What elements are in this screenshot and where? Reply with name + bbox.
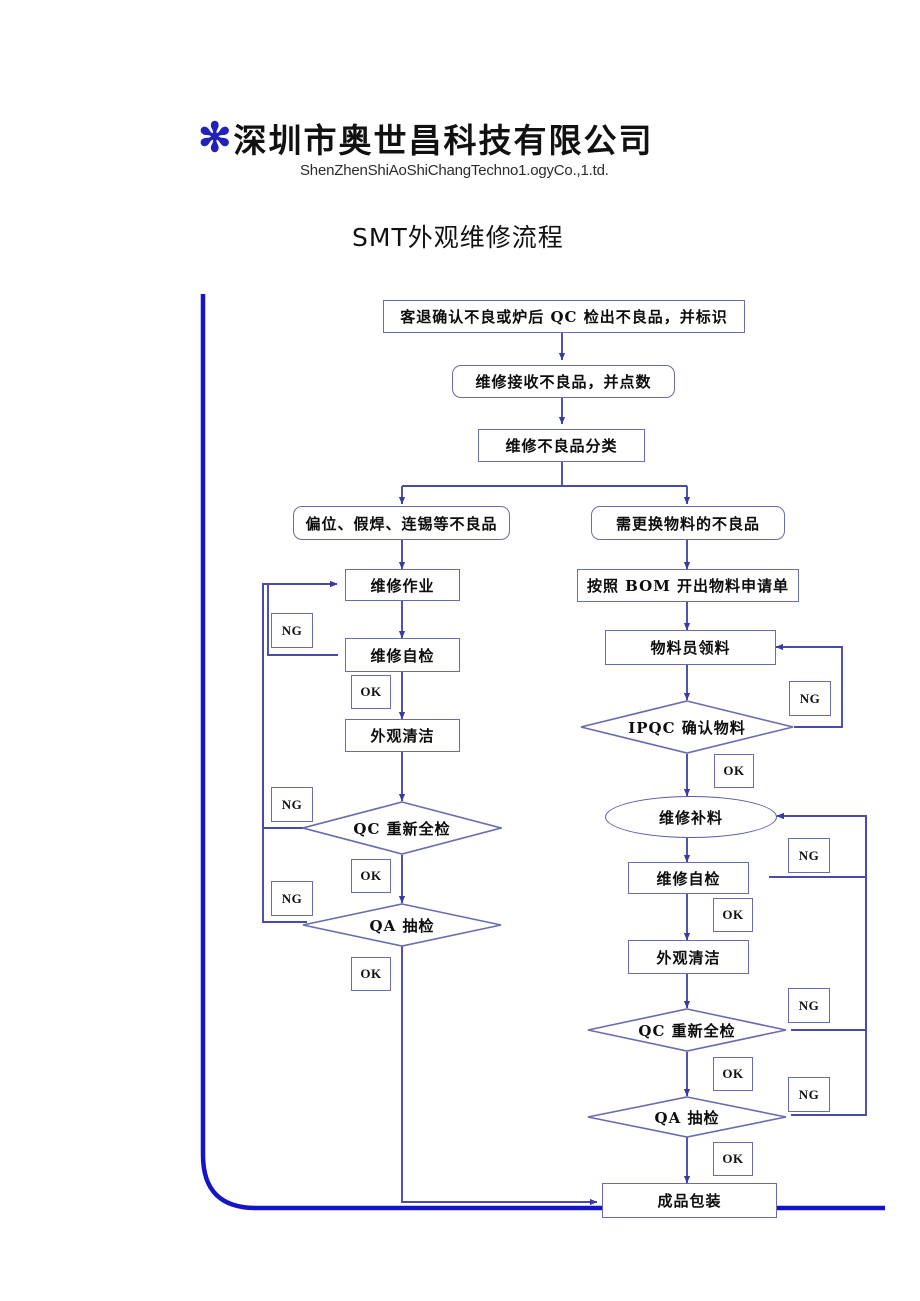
diamond-shape bbox=[580, 700, 794, 754]
diamond-shape bbox=[302, 903, 502, 947]
tag-left-qa-ok: OK bbox=[351, 957, 391, 991]
tag-left-self-check-ok: OK bbox=[351, 675, 391, 709]
node-right-qc-full-label: QC 重新全检 bbox=[638, 1021, 736, 1040]
tag-right-qa-ok: OK bbox=[713, 1142, 753, 1176]
node-right-qa-sample[interactable]: QA 抽检 bbox=[587, 1096, 787, 1138]
company-name-en: ShenZhenShiAoShiChangTechno1.ogyCo.,1.td… bbox=[300, 162, 609, 179]
tag-right-qc-ng: NG bbox=[788, 988, 830, 1023]
tag-right-ipqc-ng: NG bbox=[789, 681, 831, 716]
node-right-self-check[interactable]: 维修自检 bbox=[628, 862, 749, 894]
node-left-qa-sample-label: QA 抽检 bbox=[369, 916, 435, 935]
node-right-bom[interactable]: 按照 BOM 开出物料申请单 bbox=[577, 569, 799, 602]
tag-left-repair-ng: NG bbox=[271, 613, 313, 648]
asterisk-icon: ✻ bbox=[198, 115, 232, 160]
page-title: SMT外观维修流程 bbox=[352, 223, 564, 252]
node-branch-right[interactable]: 需更换物料的不良品 bbox=[591, 506, 785, 540]
node-left-self-check[interactable]: 维修自检 bbox=[345, 638, 460, 672]
tag-right-self-check-ng: NG bbox=[788, 838, 830, 873]
company-name-line: ✻ 深圳市奥世昌科技有限公司 bbox=[198, 112, 718, 164]
tag-right-qa-ng: NG bbox=[788, 1077, 830, 1112]
company-name-cn: 深圳市奥世昌科技有限公司 bbox=[233, 121, 654, 160]
diamond-shape bbox=[587, 1096, 787, 1138]
tag-right-qc-ok: OK bbox=[713, 1057, 753, 1091]
node-classify[interactable]: 维修不良品分类 bbox=[478, 429, 645, 462]
node-start[interactable]: 客退确认不良或炉后 QC 检出不良品，并标识 bbox=[383, 300, 745, 333]
node-right-refill[interactable]: 维修补料 bbox=[605, 796, 777, 838]
node-left-repair[interactable]: 维修作业 bbox=[345, 569, 460, 601]
node-right-ipqc-label: IPQC 确认物料 bbox=[628, 718, 746, 737]
node-end-packaging[interactable]: 成品包装 bbox=[602, 1183, 777, 1218]
node-left-qa-sample[interactable]: QA 抽检 bbox=[302, 903, 502, 947]
node-left-qc-full-label: QC 重新全检 bbox=[353, 819, 451, 838]
node-right-ipqc[interactable]: IPQC 确认物料 bbox=[580, 700, 794, 754]
node-right-qa-sample-label: QA 抽检 bbox=[654, 1108, 720, 1127]
tag-left-qa-ng: NG bbox=[271, 881, 313, 916]
node-right-clean[interactable]: 外观清洁 bbox=[628, 940, 749, 974]
node-receive[interactable]: 维修接收不良品，并点数 bbox=[452, 365, 675, 398]
node-right-picker[interactable]: 物料员领料 bbox=[605, 630, 776, 665]
tag-left-qc-ng: NG bbox=[271, 787, 313, 822]
diamond-shape bbox=[587, 1008, 787, 1052]
tag-right-ipqc-ok: OK bbox=[714, 754, 754, 788]
tag-right-self-check-ok: OK bbox=[713, 898, 753, 932]
node-branch-left[interactable]: 偏位、假焊、连锡等不良品 bbox=[293, 506, 510, 540]
diamond-shape bbox=[302, 801, 502, 855]
node-right-qc-full[interactable]: QC 重新全检 bbox=[587, 1008, 787, 1052]
node-left-clean[interactable]: 外观清洁 bbox=[345, 719, 460, 752]
tag-left-qc-ok: OK bbox=[351, 859, 391, 893]
node-left-qc-full[interactable]: QC 重新全检 bbox=[302, 801, 502, 855]
